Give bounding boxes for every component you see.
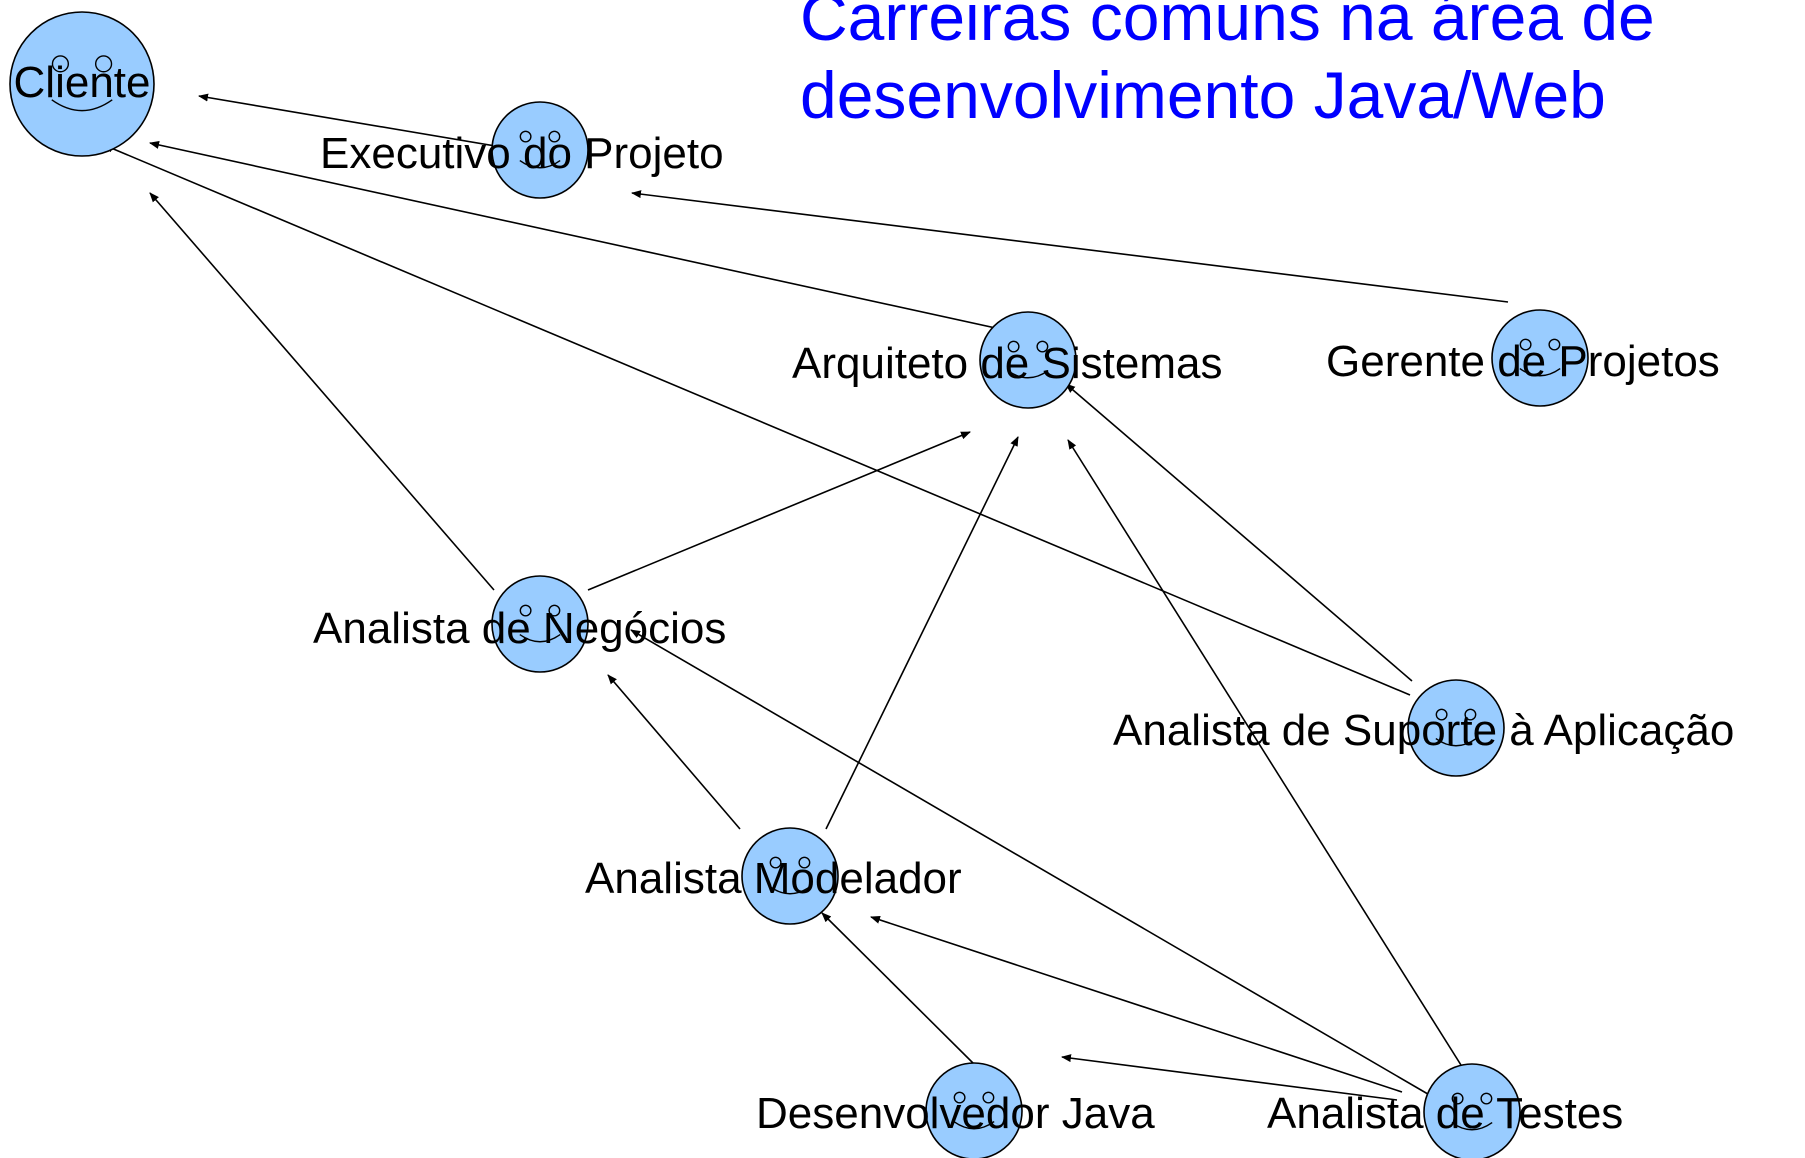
smiley-face-icon (925, 1062, 1023, 1158)
edge-suporte-to-cliente (103, 144, 1411, 696)
edge-arquiteto-to-cliente (149, 141, 1033, 337)
smiley-face-icon (1423, 1063, 1521, 1158)
smiley-face-icon (1491, 309, 1589, 407)
edge-testes-to-arquiteto (1067, 439, 1467, 1074)
edge-modelador-to-negocios (607, 674, 741, 830)
edge-gerente-to-executivo (631, 190, 1509, 303)
node-java: Desenvolvedor Java (756, 1062, 1155, 1158)
edge-testes-to-modelador (870, 916, 1403, 1093)
smiley-face-icon (741, 827, 839, 925)
edges-layer (103, 93, 1509, 1101)
smiley-face-icon (491, 101, 589, 199)
node-label-java: Desenvolvedor Java (756, 1089, 1155, 1138)
edge-testes-to-negocios (630, 629, 1434, 1098)
edge-suporte-to-arquiteto (1065, 383, 1413, 682)
title-line-2: desenvolvimento Java/Web (800, 58, 1606, 132)
node-label-arquiteto: Arquiteto de Sistemas (792, 339, 1222, 388)
node-testes: Analista de Testes (1267, 1063, 1623, 1158)
node-label-suporte: Analista de Suporte à Aplicação (1113, 706, 1734, 755)
node-modelador: Analista Modelador (585, 827, 962, 925)
title-line-1: Carreiras comuns na área de (800, 0, 1655, 54)
edge-modelador-to-arquiteto (825, 436, 1019, 830)
smiley-face-icon (979, 311, 1077, 409)
smiley-face-icon (1407, 679, 1505, 777)
edge-negocios-to-cliente (149, 192, 495, 591)
smiley-face-icon (491, 575, 589, 673)
edge-java-to-modelador (821, 912, 977, 1067)
node-label-negocios: Analista de Negócios (313, 604, 726, 653)
node-gerente: Gerente de Projetos (1326, 309, 1720, 407)
node-label-executivo: Executivo do Projeto (320, 129, 724, 178)
smiley-face-icon (9, 11, 155, 157)
edge-negocios-to-arquiteto (587, 431, 971, 591)
edge-testes-to-java (1061, 1054, 1398, 1101)
node-label-modelador: Analista Modelador (585, 854, 962, 903)
node-negocios: Analista de Negócios (313, 575, 726, 673)
node-suporte: Analista de Suporte à Aplicação (1113, 679, 1734, 777)
node-label-testes: Analista de Testes (1267, 1089, 1623, 1138)
node-label-gerente: Gerente de Projetos (1326, 337, 1720, 386)
node-executivo: Executivo do Projeto (320, 101, 724, 199)
node-label-cliente: Cliente (14, 58, 151, 107)
diagram-title: Carreiras comuns na área de desenvolvime… (800, 0, 1805, 134)
node-arquiteto: Arquiteto de Sistemas (792, 311, 1222, 409)
node-cliente: Cliente (9, 11, 155, 157)
